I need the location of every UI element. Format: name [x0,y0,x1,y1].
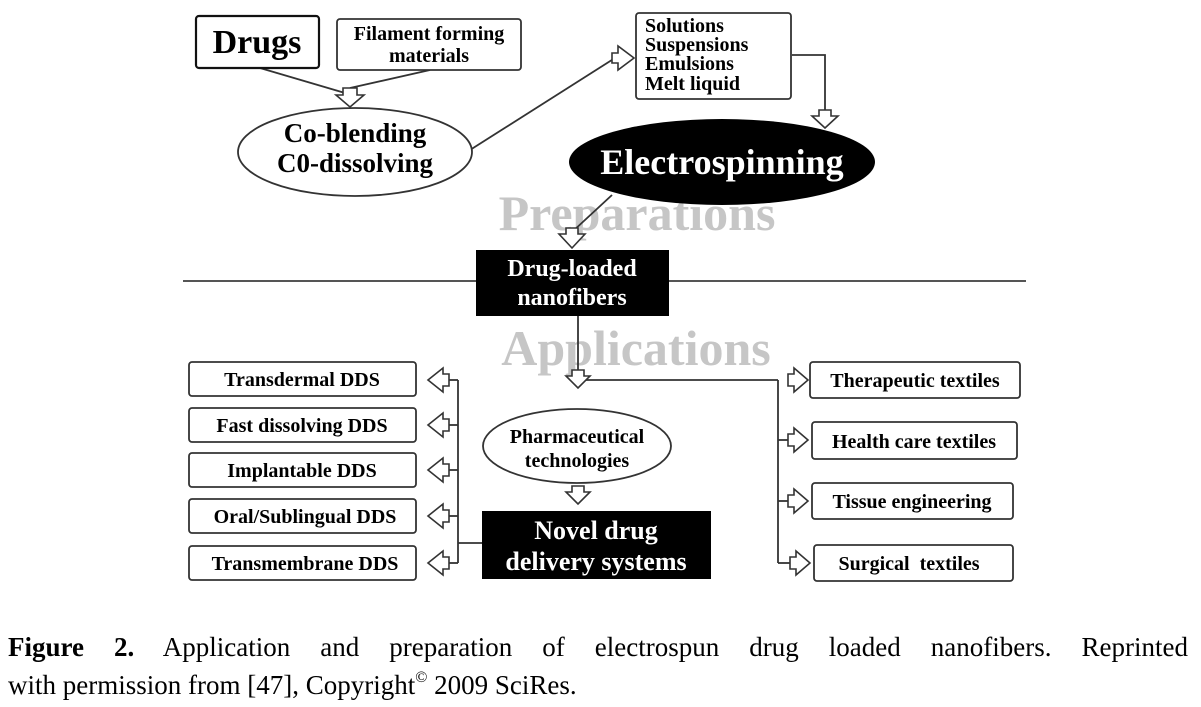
copyright-symbol: © [415,669,428,686]
arrow-right-therapeutic [787,366,810,394]
arrow-down-coblend [333,87,367,109]
flow-diagram: Preparations Applications [183,12,1026,582]
right-node-tissue: Tissue engineering [811,482,1014,520]
right-node-label: Surgical textiles [838,553,979,575]
drugs-node: Drugs [194,14,321,70]
pharmaceutical-label-line1: Pharmaceutical [510,426,645,448]
left-node-oral-sublingual: Oral/Sublingual DDS [188,498,417,534]
right-node-label: Tissue engineering [832,491,991,513]
right-node-therapeutic: Therapeutic textiles [809,361,1021,399]
drug-loaded-node: Drug-loaded nanofibers [476,250,669,316]
right-node-label: Therapeutic textiles [830,370,1000,392]
electrospinning-label: Electrospinning [600,142,843,182]
novel-drug-node: Novel drug delivery systems [482,511,711,579]
arrow-down-electrospinning [809,109,841,130]
solutions-label: Solutions [645,15,724,37]
arrow-right-tissue [787,487,810,515]
arrow-down-pharma [564,369,592,390]
left-node-transmembrane: Transmembrane DDS [188,545,417,581]
arrow-right-healthcare [787,426,810,454]
coblending-node: Co-blending C0-dissolving [237,107,473,197]
right-node-surgical: Surgical textiles [813,544,1014,582]
arrow-left-transdermal [426,366,450,394]
arrow-left-implantable [426,456,450,484]
arrow-down-drugloaded [557,227,587,250]
emulsions-label: Emulsions [645,53,734,75]
left-node-label: Implantable DDS [227,460,376,482]
applications-watermark: Applications [501,320,771,376]
melt-liquid-label: Melt liquid [645,73,740,95]
caption-text-line2a: with permission from [47], Copyright [8,670,416,700]
arrow-right-solutions [611,44,636,72]
novel-drug-label-line2: delivery systems [505,547,686,576]
solutions-node: Solutions Suspensions Emulsions Melt liq… [635,12,792,100]
left-node-label: Transdermal DDS [224,369,380,391]
pharmaceutical-label-line2: technologies [525,450,630,472]
caption-text-line1: Application and preparation of electrosp… [134,632,1188,662]
caption-label: Figure 2. [8,632,135,662]
left-node-label: Oral/Sublingual DDS [214,506,397,528]
arrowheads [333,44,841,577]
filament-label-line1: Filament forming [354,23,505,45]
right-node-health-care: Health care textiles [811,421,1018,460]
filament-node: Filament forming materials [336,18,522,71]
caption-line2: with permission from [47], Copyright© 20… [8,666,1188,704]
arrow-left-oral [426,502,450,530]
left-node-label: Transmembrane DDS [212,553,399,575]
arrow-right-surgical [789,549,812,577]
arrow-down-novel [564,485,592,506]
connectors [259,54,826,564]
left-node-implantable: Implantable DDS [188,452,417,488]
drugs-label: Drugs [213,24,302,61]
novel-drug-label-line1: Novel drug [534,516,658,545]
drug-loaded-label-line2: nanofibers [517,285,626,311]
suspensions-label: Suspensions [645,34,749,56]
filament-label-line2: materials [389,45,469,67]
arrow-left-transmembrane [426,549,450,577]
drug-loaded-label-line1: Drug-loaded [507,256,637,282]
coblending-label-line1: Co-blending [284,118,427,148]
pharmaceutical-node: Pharmaceutical technologies [482,408,672,484]
arrow-left-fastdissolving [426,411,450,439]
caption-text-line2b: 2009 SciRes. [427,670,577,700]
figure-caption: Figure 2. Application and preparation of… [8,628,1188,704]
left-node-fast-dissolving: Fast dissolving DDS [188,407,417,443]
electrospinning-node: Electrospinning [569,119,875,205]
left-node-transdermal: Transdermal DDS [188,361,417,397]
left-node-label: Fast dissolving DDS [216,415,387,437]
right-node-label: Health care textiles [832,431,996,453]
coblending-label-line2: C0-dissolving [277,148,434,178]
